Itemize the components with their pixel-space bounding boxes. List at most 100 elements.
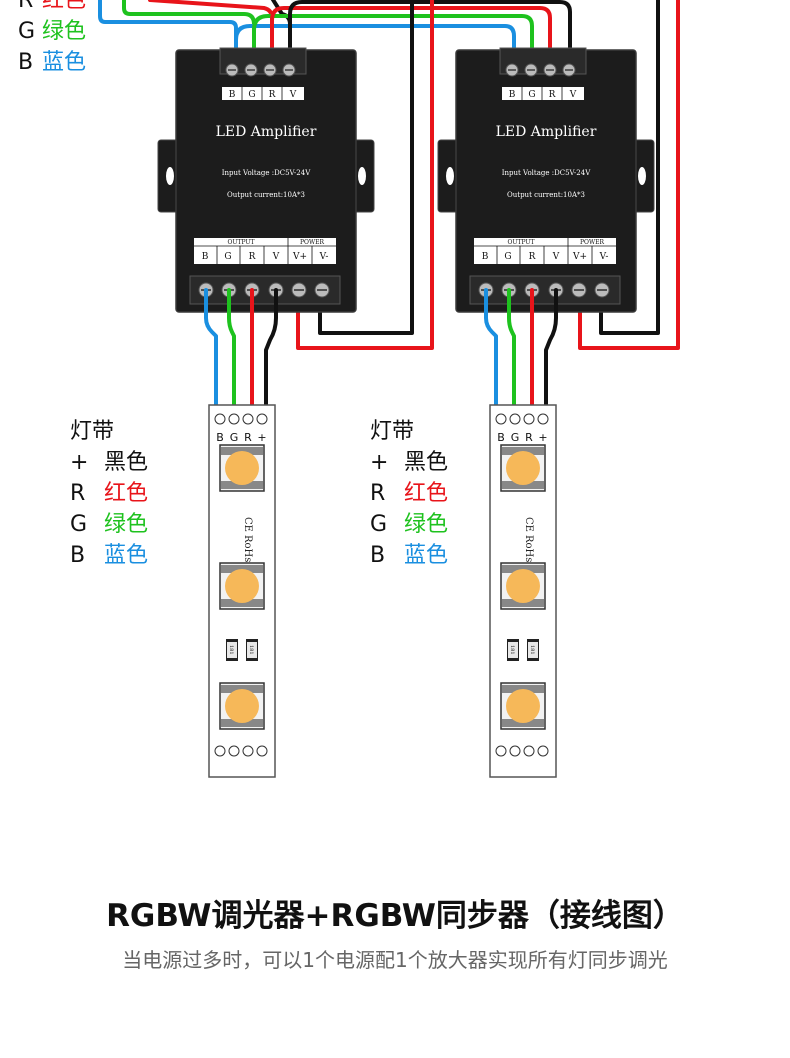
legend-key: G xyxy=(18,19,36,44)
amp-output-pin-v: V xyxy=(272,252,280,262)
amp-output-pin-g: G xyxy=(224,252,231,262)
amp-power-group: POWER xyxy=(580,239,605,246)
strip-pin-b: B xyxy=(216,431,224,444)
legend-value: 绿色 xyxy=(42,19,87,44)
amp-input-pin-r: R xyxy=(269,90,276,100)
wire-black-out-2 xyxy=(544,288,558,420)
strip-pin-g: G xyxy=(230,431,239,444)
amp-output-group: OUTPUT xyxy=(228,239,255,246)
amp-title: LED Amplifier xyxy=(216,124,317,140)
wire-black-out-1 xyxy=(264,288,278,420)
strip-legend-2: 灯带 + 黑色 R 红色 G 绿色 B 蓝色 xyxy=(370,416,448,571)
amp-input-pin-g: G xyxy=(528,90,535,100)
strip-legend-row-green: G 绿色 xyxy=(70,509,148,540)
resistor-label: 181 xyxy=(529,645,535,655)
amp-input-pin-b: B xyxy=(509,90,516,100)
legend-key: R xyxy=(70,481,86,506)
strip-pin-plus: + xyxy=(538,431,547,444)
led-strip-2: B G R + CE RoHs 181 181 xyxy=(489,404,557,778)
strip-legend-row-black: + 黑色 xyxy=(370,447,448,478)
amp-output-group: OUTPUT xyxy=(508,239,535,246)
strip-legend-1: 灯带 + 黑色 R 红色 G 绿色 B 蓝色 xyxy=(70,416,148,571)
legend-value: 黑色 xyxy=(404,450,449,475)
amp-output-pin-g: G xyxy=(504,252,511,262)
led-strip-1: B G R + CE RoHs 181 181 xyxy=(208,404,276,778)
legend-key: + xyxy=(70,450,89,475)
amp-title: LED Amplifier xyxy=(496,124,597,140)
amplifier-1: LED Amplifier Input Voltage :DC5V-24V Ou… xyxy=(157,47,375,313)
strip-pin-g: G xyxy=(511,431,520,444)
strip-legend-row-red: R 红色 xyxy=(70,478,148,509)
wire-green-feed-1 xyxy=(122,0,256,64)
resistor-label: 181 xyxy=(509,645,515,655)
wire-blue-feed-1 xyxy=(98,0,238,64)
diagram-subtitle: 当电源过多时，可以1个电源配1个放大器实现所有灯同步调光 xyxy=(122,948,668,972)
legend-value: 蓝色 xyxy=(104,543,149,568)
wire-green-out-2 xyxy=(507,288,516,420)
amp-input-pin-v: V xyxy=(289,90,297,100)
legend-value: 蓝色 xyxy=(42,50,87,75)
resistor-label: 181 xyxy=(228,645,234,655)
wire-red-power-2 xyxy=(578,0,680,350)
strip-legend-row-green: G 绿色 xyxy=(370,509,448,540)
amp-input-pin-g: G xyxy=(248,90,255,100)
amp-input-pin-b: B xyxy=(229,90,236,100)
amp-output-pin-vplus: V+ xyxy=(572,252,587,262)
amp-input-voltage: Input Voltage :DC5V-24V xyxy=(502,169,591,177)
amp-output-current: Output current:10A*3 xyxy=(507,191,585,199)
strip-pin-r: R xyxy=(244,431,252,444)
legend-key: R xyxy=(370,481,386,506)
amp-input-pin-v: V xyxy=(569,90,577,100)
legend-value: 绿色 xyxy=(404,512,449,537)
amp-output-pin-r: R xyxy=(249,252,256,262)
legend-value: 绿色 xyxy=(104,512,149,537)
amp-output-current: Output current:10A*3 xyxy=(227,191,305,199)
strip-legend-row-blue: B 蓝色 xyxy=(70,540,148,571)
legend-key: B xyxy=(370,543,386,568)
strip-marking-rohs: RoHs xyxy=(242,535,253,562)
amp-output-pin-v: V xyxy=(552,252,560,262)
amp-output-pin-vplus: V+ xyxy=(292,252,307,262)
legend-value: 黑色 xyxy=(104,450,149,475)
legend-value: 红色 xyxy=(42,0,87,13)
strip-pin-b: B xyxy=(497,431,505,444)
amp-output-pin-b: B xyxy=(482,252,489,262)
amp-input-voltage: Input Voltage :DC5V-24V xyxy=(222,169,311,177)
legend-row-red: R 红色 xyxy=(18,0,86,16)
amplifier-2: LED Amplifier Input Voltage :DC5V-24V Ou… xyxy=(437,47,655,313)
legend-key: G xyxy=(70,512,88,537)
legend-value: 红色 xyxy=(104,481,149,506)
strip-legend-row-red: R 红色 xyxy=(370,478,448,509)
wire-blue-out-1 xyxy=(204,288,218,420)
strip-legend-row-blue: B 蓝色 xyxy=(370,540,448,571)
amp-output-pin-r: R xyxy=(529,252,536,262)
wire-blue-bridge xyxy=(234,24,516,64)
legend-value: 红色 xyxy=(404,481,449,506)
strip-pin-r: R xyxy=(525,431,533,444)
wire-green-out-1 xyxy=(227,288,236,420)
amp-power-group: POWER xyxy=(300,239,325,246)
legend-key: R xyxy=(18,0,34,13)
legend-row-blue: B 蓝色 xyxy=(18,47,86,78)
strip-legend-title: 灯带 xyxy=(70,419,115,444)
wire-green-bridge xyxy=(252,14,534,64)
amp-input-pin-r: R xyxy=(549,90,556,100)
strip-marking-ce: CE xyxy=(523,517,534,532)
legend-key: B xyxy=(18,50,34,75)
legend-key: G xyxy=(370,512,388,537)
strip-marking-ce: CE xyxy=(242,517,253,532)
diagram-title: RGBW调光器+RGBW同步器（接线图） xyxy=(106,898,684,934)
strip-legend-title: 灯带 xyxy=(370,419,415,444)
amp-output-pin-b: B xyxy=(202,252,209,262)
legend-value: 蓝色 xyxy=(404,543,449,568)
amp-output-pin-vminus: V- xyxy=(319,252,329,262)
resistor-label: 181 xyxy=(248,645,254,655)
strip-marking-rohs: RoHs xyxy=(523,535,534,562)
legend-key: B xyxy=(70,543,86,568)
legend-key: + xyxy=(370,450,389,475)
amp-output-pin-vminus: V- xyxy=(599,252,609,262)
strip-pin-plus: + xyxy=(257,431,266,444)
